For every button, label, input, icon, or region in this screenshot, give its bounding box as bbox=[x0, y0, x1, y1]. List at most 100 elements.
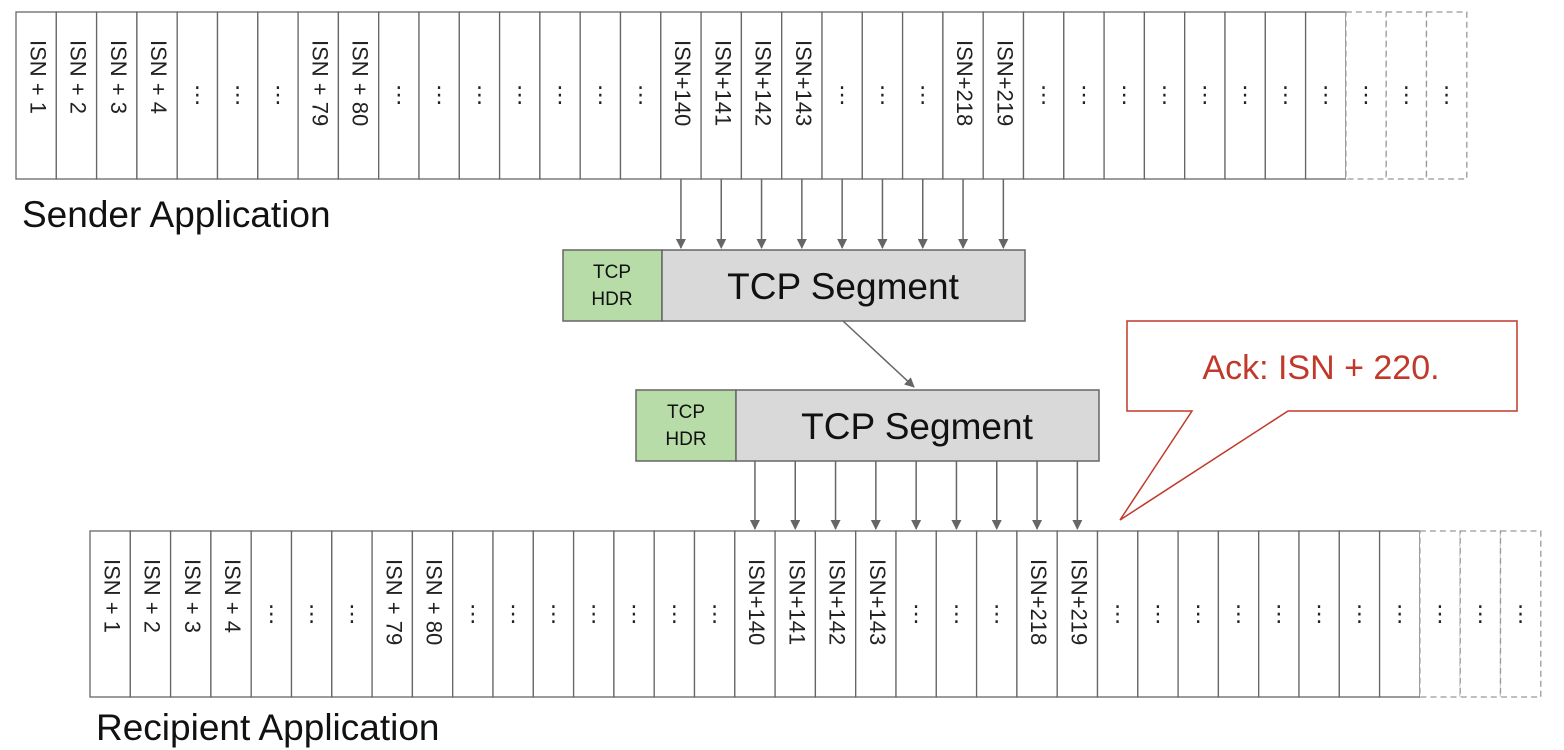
buffer-cell bbox=[15, 11, 57, 180]
buffer-cell-label: ⋮ bbox=[341, 601, 363, 626]
buffer-cell-label: ⋮ bbox=[428, 82, 450, 107]
buffer-cell-label: ISN+141 bbox=[710, 40, 735, 126]
buffer-cell bbox=[781, 11, 823, 180]
buffer-cell-empty bbox=[1425, 11, 1468, 180]
buffer-cell bbox=[371, 530, 414, 698]
buffer-cell-empty bbox=[1459, 530, 1502, 698]
buffer-cell-label: ISN + 79 bbox=[307, 40, 332, 126]
buffer-cell bbox=[613, 530, 655, 698]
buffer-cell bbox=[95, 11, 138, 180]
buffer-cell-label: ⋮ bbox=[267, 82, 289, 107]
buffer-cell bbox=[378, 11, 420, 180]
buffer-cell bbox=[901, 11, 944, 180]
buffer-cell bbox=[169, 530, 212, 698]
buffer-cell-label: ⋮ bbox=[462, 601, 484, 626]
buffer-cell-label: ⋮ bbox=[905, 601, 927, 626]
buffer-cell-label: ⋮ bbox=[1469, 601, 1491, 626]
buffer-cell-label: ⋮ bbox=[301, 601, 323, 626]
buffer-cell bbox=[216, 11, 259, 180]
buffer-cell-label: ⋮ bbox=[663, 601, 685, 626]
tcp-header-label-line2: HDR bbox=[665, 429, 706, 450]
buffer-cell-label: ISN+218 bbox=[1026, 559, 1051, 645]
buffer-cell-label: ⋮ bbox=[549, 82, 571, 107]
buffer-cell-label: ⋮ bbox=[1268, 601, 1290, 626]
buffer-cell bbox=[1298, 530, 1340, 698]
tcp-segment-label: TCP Segment bbox=[727, 266, 959, 307]
buffer-cell bbox=[331, 530, 373, 698]
buffer-cell-label: ISN + 3 bbox=[106, 40, 131, 114]
buffer-cell-label: ISN + 1 bbox=[25, 40, 50, 114]
buffer-cell-label: ⋮ bbox=[1315, 82, 1337, 107]
buffer-cell-empty bbox=[1345, 11, 1387, 180]
buffer-cell bbox=[1063, 11, 1105, 180]
buffer-cell-label: ⋮ bbox=[186, 82, 208, 107]
buffer-cell-label: ⋮ bbox=[1147, 601, 1169, 626]
buffer-cell bbox=[814, 530, 857, 698]
buffer-cell-label: ⋮ bbox=[589, 82, 611, 107]
buffer-cell bbox=[774, 530, 817, 698]
buffer-cell bbox=[1217, 530, 1260, 698]
buffer-cell bbox=[1096, 530, 1139, 698]
buffer-cell-label: ⋮ bbox=[912, 82, 934, 107]
buffer-cell-label: ⋮ bbox=[986, 601, 1008, 626]
buffer-cell-label: ISN + 4 bbox=[146, 40, 171, 114]
buffer-cell-empty bbox=[1419, 530, 1461, 698]
buffer-cell bbox=[452, 530, 494, 698]
buffer-cell-label: ⋮ bbox=[468, 82, 490, 107]
buffer-cell-label: ⋮ bbox=[871, 82, 893, 107]
buffer-cell-empty bbox=[1385, 11, 1428, 180]
buffer-cell-label: ISN+143 bbox=[865, 559, 890, 645]
buffer-cell-label: ISN + 4 bbox=[220, 559, 245, 633]
tcp-segment-received: TCP HDR TCP Segment bbox=[635, 389, 1100, 462]
buffer-cell-label: ⋮ bbox=[1348, 601, 1370, 626]
buffer-cell bbox=[1016, 530, 1058, 698]
buffer-cell bbox=[572, 530, 615, 698]
buffer-cell bbox=[129, 530, 172, 698]
buffer-cell-label: ISN+219 bbox=[993, 40, 1018, 126]
buffer-cell-label: ISN + 79 bbox=[381, 559, 406, 645]
buffer-cell-label: ISN+141 bbox=[784, 559, 809, 645]
buffer-cell-label: ⋮ bbox=[1429, 601, 1451, 626]
buffer-cell-label: ⋮ bbox=[260, 601, 282, 626]
sender-application-label: Sender Application bbox=[22, 194, 331, 235]
buffer-cell bbox=[532, 530, 575, 698]
buffer-cell bbox=[55, 11, 98, 180]
tcp-header-label-line1: TCP bbox=[667, 402, 705, 423]
buffer-cell bbox=[1224, 11, 1266, 180]
buffer-cell-label: ⋮ bbox=[502, 601, 524, 626]
buffer-cell-label: ISN + 80 bbox=[422, 559, 447, 645]
buffer-cell bbox=[855, 530, 897, 698]
buffer-cell-label: ISN+140 bbox=[670, 40, 695, 126]
buffer-cell-label: ISN + 2 bbox=[140, 559, 165, 633]
buffer-cell-label: ⋮ bbox=[1308, 601, 1330, 626]
buffer-cell bbox=[619, 11, 662, 180]
buffer-cell-label: ⋮ bbox=[704, 601, 726, 626]
buffer-cell bbox=[861, 11, 904, 180]
buffer-cell-label: ⋮ bbox=[1510, 601, 1532, 626]
buffer-cell bbox=[660, 11, 702, 180]
buffer-cell bbox=[411, 530, 454, 698]
buffer-cell-label: ⋮ bbox=[1107, 601, 1129, 626]
buffer-cell-label: ⋮ bbox=[1274, 82, 1296, 107]
buffer-cell-label: ISN+219 bbox=[1067, 559, 1092, 645]
buffer-cell bbox=[1177, 530, 1220, 698]
buffer-cell-label: ⋮ bbox=[227, 82, 249, 107]
buffer-cell-label: ⋮ bbox=[1234, 82, 1256, 107]
buffer-cell bbox=[176, 11, 219, 180]
buffer-cell-label: ⋮ bbox=[831, 82, 853, 107]
buffer-cell-label: ⋮ bbox=[583, 601, 605, 626]
buffer-cell-label: ⋮ bbox=[1033, 82, 1055, 107]
buffer-cell-label: ⋮ bbox=[623, 601, 645, 626]
buffer-cell-label: ⋮ bbox=[1194, 82, 1216, 107]
buffer-cell-label: ⋮ bbox=[1154, 82, 1176, 107]
buffer-cell bbox=[1338, 530, 1381, 698]
buffer-cell bbox=[539, 11, 581, 180]
buffer-cell-label: ISN + 1 bbox=[99, 559, 124, 633]
buffer-cell-label: ⋮ bbox=[1436, 82, 1458, 107]
buffer-cell-label: ISN+142 bbox=[751, 40, 776, 126]
buffer-cell-label: ⋮ bbox=[945, 601, 967, 626]
buffer-cell bbox=[821, 11, 863, 180]
